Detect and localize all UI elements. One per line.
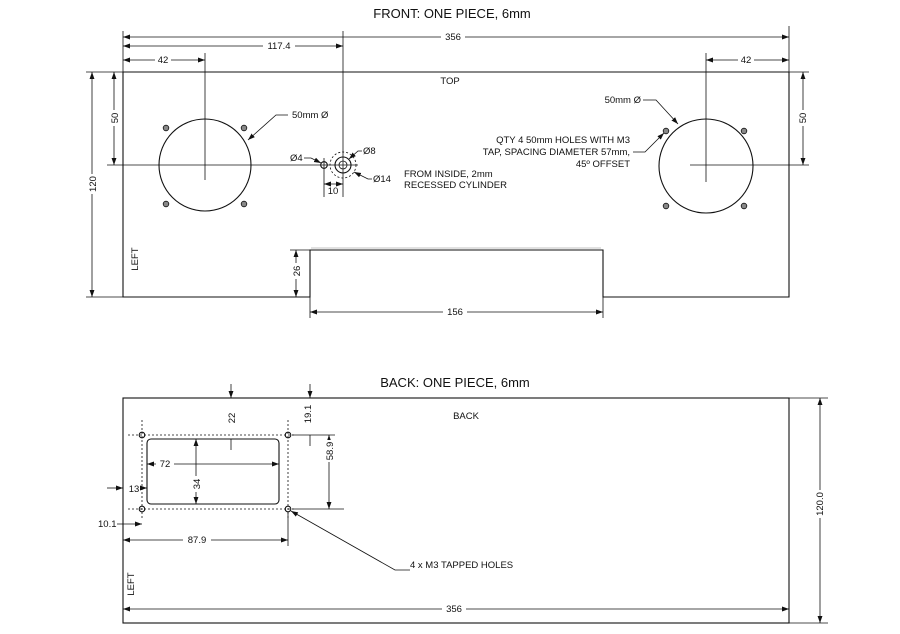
front-title: FRONT: ONE PIECE, 6mm	[373, 6, 530, 21]
right-circle-label: 50mm Ø	[605, 95, 642, 106]
leader-right-circle	[643, 99, 679, 125]
recess-14mm-circle	[329, 151, 357, 179]
holes-note-line-3: 45º OFFSET	[576, 159, 630, 170]
leader-d4	[304, 157, 322, 164]
dim-87-label: 87.9	[188, 535, 207, 546]
back-label: BACK	[453, 411, 480, 422]
front-left-label: LEFT	[130, 247, 141, 270]
dim-19-label: 19.1	[303, 405, 314, 424]
dim-356-label: 356	[445, 32, 461, 43]
back-title: BACK: ONE PIECE, 6mm	[380, 375, 530, 390]
left-m3-hole-3	[162, 200, 170, 208]
d4-label: Ø4	[290, 153, 303, 164]
right-m3-hole-4	[740, 202, 748, 210]
dim-120-back-label: 120.0	[815, 492, 826, 516]
d8-label: Ø8	[363, 146, 376, 157]
dim-10-label: 10	[328, 186, 339, 197]
top-label: TOP	[440, 76, 459, 87]
dim-42-left-label: 42	[158, 55, 169, 66]
back-view: BACK: ONE PIECE, 6mm BACK LEFT 22 19.1 5…	[98, 375, 828, 624]
right-m3-hole-1	[662, 127, 670, 135]
d14-label: Ø14	[373, 174, 391, 185]
dim-13-label: 13	[129, 484, 140, 495]
dim-22-label: 22	[227, 413, 238, 424]
dim-156-label: 156	[447, 307, 463, 318]
connector-cutout	[146, 438, 280, 505]
leader-d8	[348, 150, 362, 160]
dim-26-label: 26	[292, 266, 303, 277]
dim-120-label: 120	[88, 176, 99, 192]
right-50mm-hole	[658, 118, 754, 214]
leader-d14	[353, 171, 372, 180]
dim-117-label: 117.4	[267, 41, 290, 52]
dim-10-1-label: 10.1	[98, 519, 117, 530]
dim-50-right-label: 50	[798, 113, 809, 124]
hole-8mm-inner	[338, 160, 348, 170]
front-view: FRONT: ONE PIECE, 6mm TOP LEFT 356 117.4…	[86, 6, 809, 318]
dim-50-left-label: 50	[110, 113, 121, 124]
holes-note-line-2: TAP, SPACING DIAMETER 57mm,	[483, 147, 630, 158]
holes-note-line-1: QTY 4 50mm HOLES WITH M3	[496, 135, 630, 146]
dim-72-label: 72	[160, 459, 171, 470]
dim-356-back-label: 356	[446, 604, 462, 615]
right-m3-hole-2	[740, 127, 748, 135]
back-left-label: LEFT	[126, 572, 137, 595]
right-m3-hole-3	[662, 202, 670, 210]
leader-tapped-holes	[290, 510, 410, 571]
dim-58-label: 58.9	[325, 442, 336, 461]
left-50mm-hole	[158, 118, 252, 212]
left-m3-hole-4	[240, 200, 248, 208]
leader-left-circle	[247, 114, 288, 141]
dim-42-right-label: 42	[741, 55, 752, 66]
left-m3-hole-1	[162, 124, 170, 132]
left-circle-label: 50mm Ø	[292, 110, 329, 121]
dim-34-label: 34	[192, 479, 203, 490]
leader-holes-note	[633, 132, 665, 153]
left-m3-hole-2	[240, 124, 248, 132]
front-panel-outline	[122, 71, 790, 298]
back-panel-outline	[122, 397, 790, 624]
tapped-holes-note: 4 x M3 TAPPED HOLES	[410, 560, 513, 571]
hole-8mm	[334, 156, 352, 174]
recess-note-line-2: RECESSED CYLINDER	[404, 180, 507, 191]
recess-note-line-1: FROM INSIDE, 2mm	[404, 169, 493, 180]
